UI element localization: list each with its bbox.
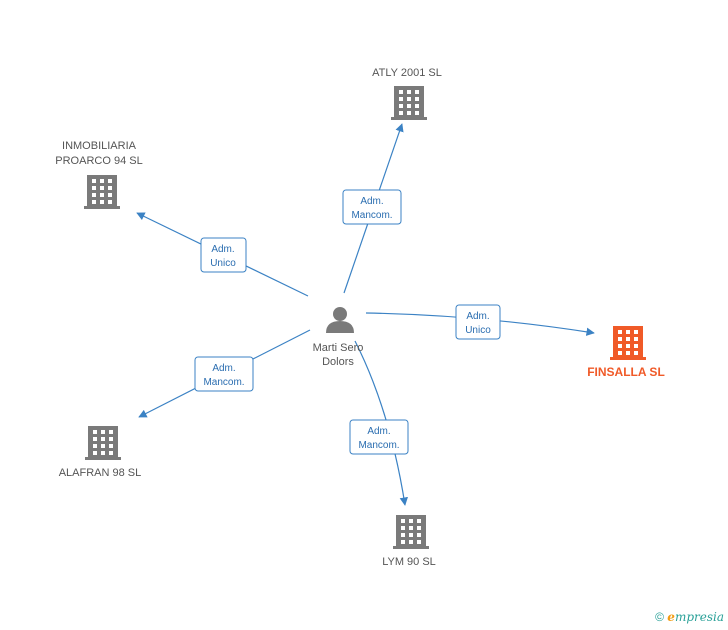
edge-label-finsalla: Adm. Unico [455, 304, 501, 340]
edge-label-line1: Adm. [211, 244, 234, 255]
edge-label-line1: Adm. [360, 196, 383, 207]
footer-brand[interactable]: © empresia [655, 610, 724, 624]
edge-label-lym: Adm. Mancom. [349, 419, 409, 455]
company-node-alafran[interactable]: ALAFRAN 98 SL [59, 426, 142, 479]
building-icon [610, 326, 646, 360]
copyright-symbol: © [655, 610, 664, 624]
edge-label-line1: Adm. [466, 311, 489, 322]
person-name-line1: Marti Sero [313, 342, 364, 354]
edge-label-atly: Adm. Mancom. [342, 189, 402, 225]
company-name: ALAFRAN 98 SL [59, 467, 142, 479]
edge-label-line2: Mancom. [351, 210, 392, 221]
brand-logo: empresia [667, 610, 724, 624]
person-name-line2: Dolors [322, 356, 354, 368]
person-node[interactable]: Marti Sero Dolors [313, 307, 364, 368]
company-node-atly[interactable]: ATLY 2001 SL [372, 67, 442, 120]
company-node-lym[interactable]: LYM 90 SL [382, 515, 436, 568]
company-node-inmobiliaria[interactable]: INMOBILIARIA PROARCO 94 SL [55, 140, 143, 209]
building-icon [84, 175, 120, 209]
edge-line [354, 340, 408, 506]
edge-label-line2: Mancom. [358, 440, 399, 451]
edge-label-line2: Unico [210, 258, 236, 269]
edge-label-line1: Adm. [367, 426, 390, 437]
building-icon [393, 515, 429, 549]
edge-label-inmobiliaria: Adm. Unico [200, 237, 247, 273]
company-name: ATLY 2001 SL [372, 67, 442, 79]
edge-label-alafran: Adm. Mancom. [194, 356, 254, 392]
company-name-line1: INMOBILIARIA [62, 140, 137, 152]
company-name: FINSALLA SL [587, 365, 665, 379]
edge-label-line1: Adm. [212, 363, 235, 374]
building-icon [391, 86, 427, 120]
person-icon [326, 307, 354, 333]
company-name-line2: PROARCO 94 SL [55, 155, 142, 167]
company-name: LYM 90 SL [382, 556, 436, 568]
edge-lym[interactable] [354, 340, 408, 506]
building-icon [85, 426, 121, 460]
edge-label-line2: Unico [465, 325, 491, 336]
company-node-finsalla[interactable]: FINSALLA SL [587, 326, 665, 379]
edge-label-line2: Mancom. [203, 377, 244, 388]
